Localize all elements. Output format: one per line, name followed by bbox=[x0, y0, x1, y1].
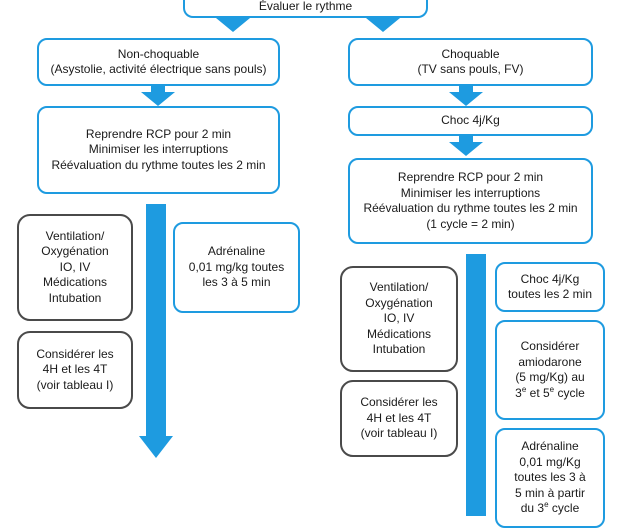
non-shockable-subtitle: (Asystolie, activité électrique sans pou… bbox=[50, 62, 267, 76]
shockable-support-box: Ventilation/ Oxygénation IO, IV Médicati… bbox=[340, 266, 458, 372]
adrenaline-line: 5 min à partir bbox=[514, 485, 586, 500]
adrenaline-line: les 3 à 5 min bbox=[202, 275, 271, 290]
shockable-cpr-box: Reprendre RCP pour 2 min Minimiser les i… bbox=[348, 158, 593, 244]
support-line: Oxygénation bbox=[41, 244, 109, 259]
support-line: Ventilation/ bbox=[369, 280, 429, 295]
support-line: IO, IV bbox=[383, 311, 415, 326]
shock-label: Choc 4j/Kg bbox=[441, 113, 500, 128]
cpr-line: (1 cycle = 2 min) bbox=[426, 216, 515, 231]
cpr-line: Réévaluation du rythme toutes les 2 min bbox=[363, 201, 578, 215]
causes-line: 4H et les 4T bbox=[366, 410, 432, 425]
shockable-subtitle: (TV sans pouls, FV) bbox=[417, 62, 524, 76]
amiodarone-line: amiodarone bbox=[518, 354, 582, 369]
adrenaline-line: Adrénaline bbox=[521, 439, 579, 453]
causes-line: Considérer les bbox=[360, 395, 438, 410]
cpr-line: Minimiser les interruptions bbox=[400, 185, 541, 200]
shockable-box: Choquable (TV sans pouls, FV) bbox=[348, 38, 593, 86]
causes-line: 4H et les 4T bbox=[42, 362, 108, 377]
support-line: IO, IV bbox=[59, 259, 91, 274]
causes-line: Considérer les bbox=[36, 346, 114, 361]
adrenaline-line: 0,01 mg/kg toutes bbox=[188, 259, 285, 274]
cpr-line: Réévaluation du rythme toutes les 2 min bbox=[51, 157, 266, 172]
cpr-line: Reprendre RCP pour 2 min bbox=[85, 126, 232, 141]
non-shockable-title: Non-choquable bbox=[117, 46, 200, 61]
support-line: Médications bbox=[366, 326, 432, 341]
causes-line: (voir tableau I) bbox=[36, 377, 114, 392]
amiodarone-cycle-line: 3e et 5e cycle bbox=[515, 384, 585, 400]
amiodarone-box: Considérer amiodarone (5 mg/Kg) au 3e et… bbox=[495, 320, 605, 420]
non-shockable-support-box: Ventilation/ Oxygénation IO, IV Médicati… bbox=[17, 214, 133, 321]
shockable-causes-box: Considérer les 4H et les 4T (voir tablea… bbox=[340, 380, 458, 457]
arrow-right-long bbox=[466, 254, 486, 516]
adrenaline-line: 0,01 mg/Kg bbox=[519, 454, 581, 469]
evaluate-rhythm-box: Évaluer le rythme bbox=[183, 0, 428, 18]
shock-repeat-line: Choc 4j/Kg bbox=[520, 271, 580, 286]
causes-line: (voir tableau I) bbox=[360, 426, 438, 441]
amiodarone-line: Considérer bbox=[520, 339, 580, 353]
cpr-line: Reprendre RCP pour 2 min bbox=[397, 170, 544, 184]
non-shockable-adrenaline-box: Adrénaline 0,01 mg/kg toutes les 3 à 5 m… bbox=[173, 222, 300, 313]
non-shockable-causes-box: Considérer les 4H et les 4T (voir tablea… bbox=[17, 331, 133, 409]
shockable-adrenaline-box: Adrénaline 0,01 mg/Kg toutes les 3 à 5 m… bbox=[495, 428, 605, 528]
adrenaline-line: Adrénaline bbox=[207, 244, 266, 259]
amiodarone-line: (5 mg/Kg) au bbox=[515, 370, 585, 384]
shock-repeat-box: Choc 4j/Kg toutes les 2 min bbox=[495, 262, 605, 312]
non-shockable-cpr-box: Reprendre RCP pour 2 min Minimiser les i… bbox=[37, 106, 280, 194]
support-line: Oxygénation bbox=[365, 295, 433, 310]
support-line: Intubation bbox=[48, 290, 102, 305]
evaluate-rhythm-label: Évaluer le rythme bbox=[258, 0, 353, 13]
adrenaline-line: toutes les 3 à bbox=[514, 470, 586, 484]
shockable-title: Choquable bbox=[441, 46, 500, 61]
adrenaline-cycle-line: du 3e cycle bbox=[520, 500, 580, 516]
shock-box: Choc 4j/Kg bbox=[348, 106, 593, 136]
non-shockable-box: Non-choquable (Asystolie, activité élect… bbox=[37, 38, 280, 86]
support-line: Intubation bbox=[372, 342, 426, 357]
shock-repeat-line: toutes les 2 min bbox=[507, 287, 593, 301]
support-line: Ventilation/ bbox=[45, 228, 105, 243]
cpr-line: Minimiser les interruptions bbox=[88, 142, 229, 157]
support-line: Médications bbox=[42, 275, 108, 290]
